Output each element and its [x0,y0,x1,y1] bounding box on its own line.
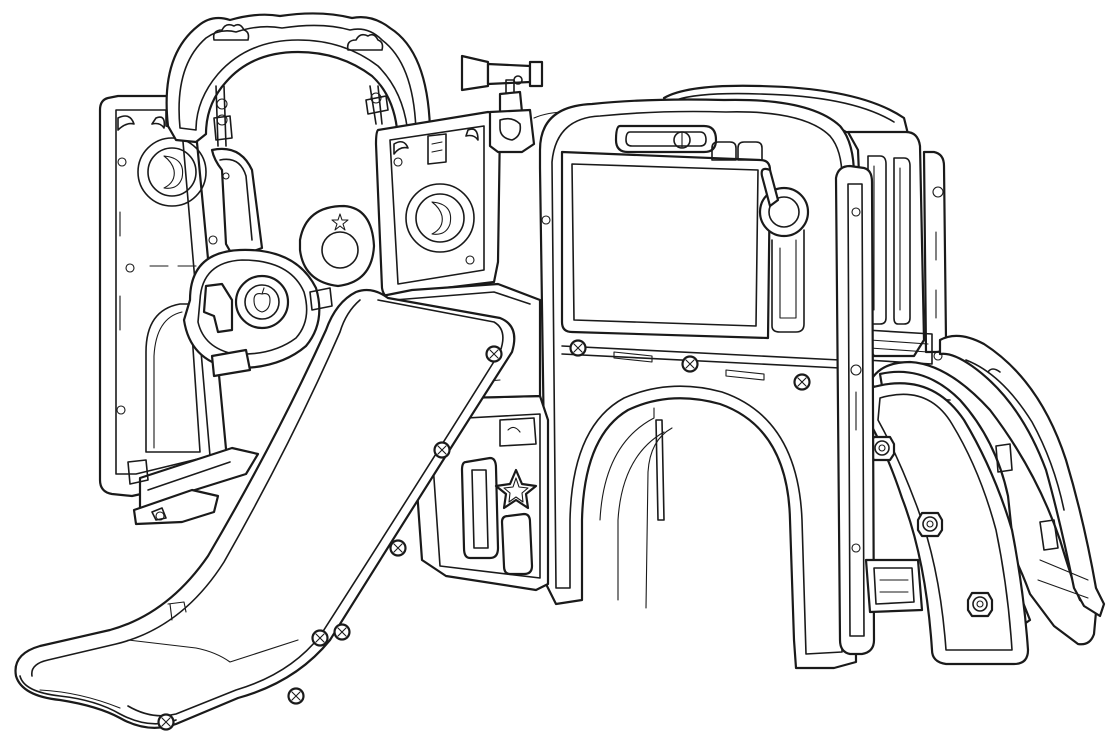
star-icon [496,470,536,508]
ring-hook [760,169,808,332]
screw-icon [333,623,351,641]
star-disk [300,206,374,286]
swing-frame-left [100,96,228,496]
screw-icon [793,373,811,391]
bolt-icon [966,591,994,618]
right-side-panel [836,166,922,654]
tunnel-panel [540,100,863,669]
porthole-window [406,184,474,252]
center-panel [376,112,500,300]
tunnel-window [562,152,770,338]
screw-icon [681,355,699,373]
star-icon [332,214,348,230]
cloud-icon [214,25,383,50]
screw-icon [433,441,451,459]
slide [16,290,515,731]
apple-icon [254,288,270,312]
screw-icon [157,713,175,731]
screw-icon [389,539,407,557]
screw-icon [485,345,503,363]
screw-icon [287,687,305,705]
swing-chains [214,86,388,146]
climbing-ladder [864,336,1104,664]
porthole-window [138,138,206,206]
swing-seat [128,149,332,524]
bolt-icon [916,511,944,538]
telescope [462,56,566,152]
top-slots [616,126,762,160]
screw-icon [569,339,587,357]
swing-arch [167,13,430,146]
screw-icon [311,629,329,647]
